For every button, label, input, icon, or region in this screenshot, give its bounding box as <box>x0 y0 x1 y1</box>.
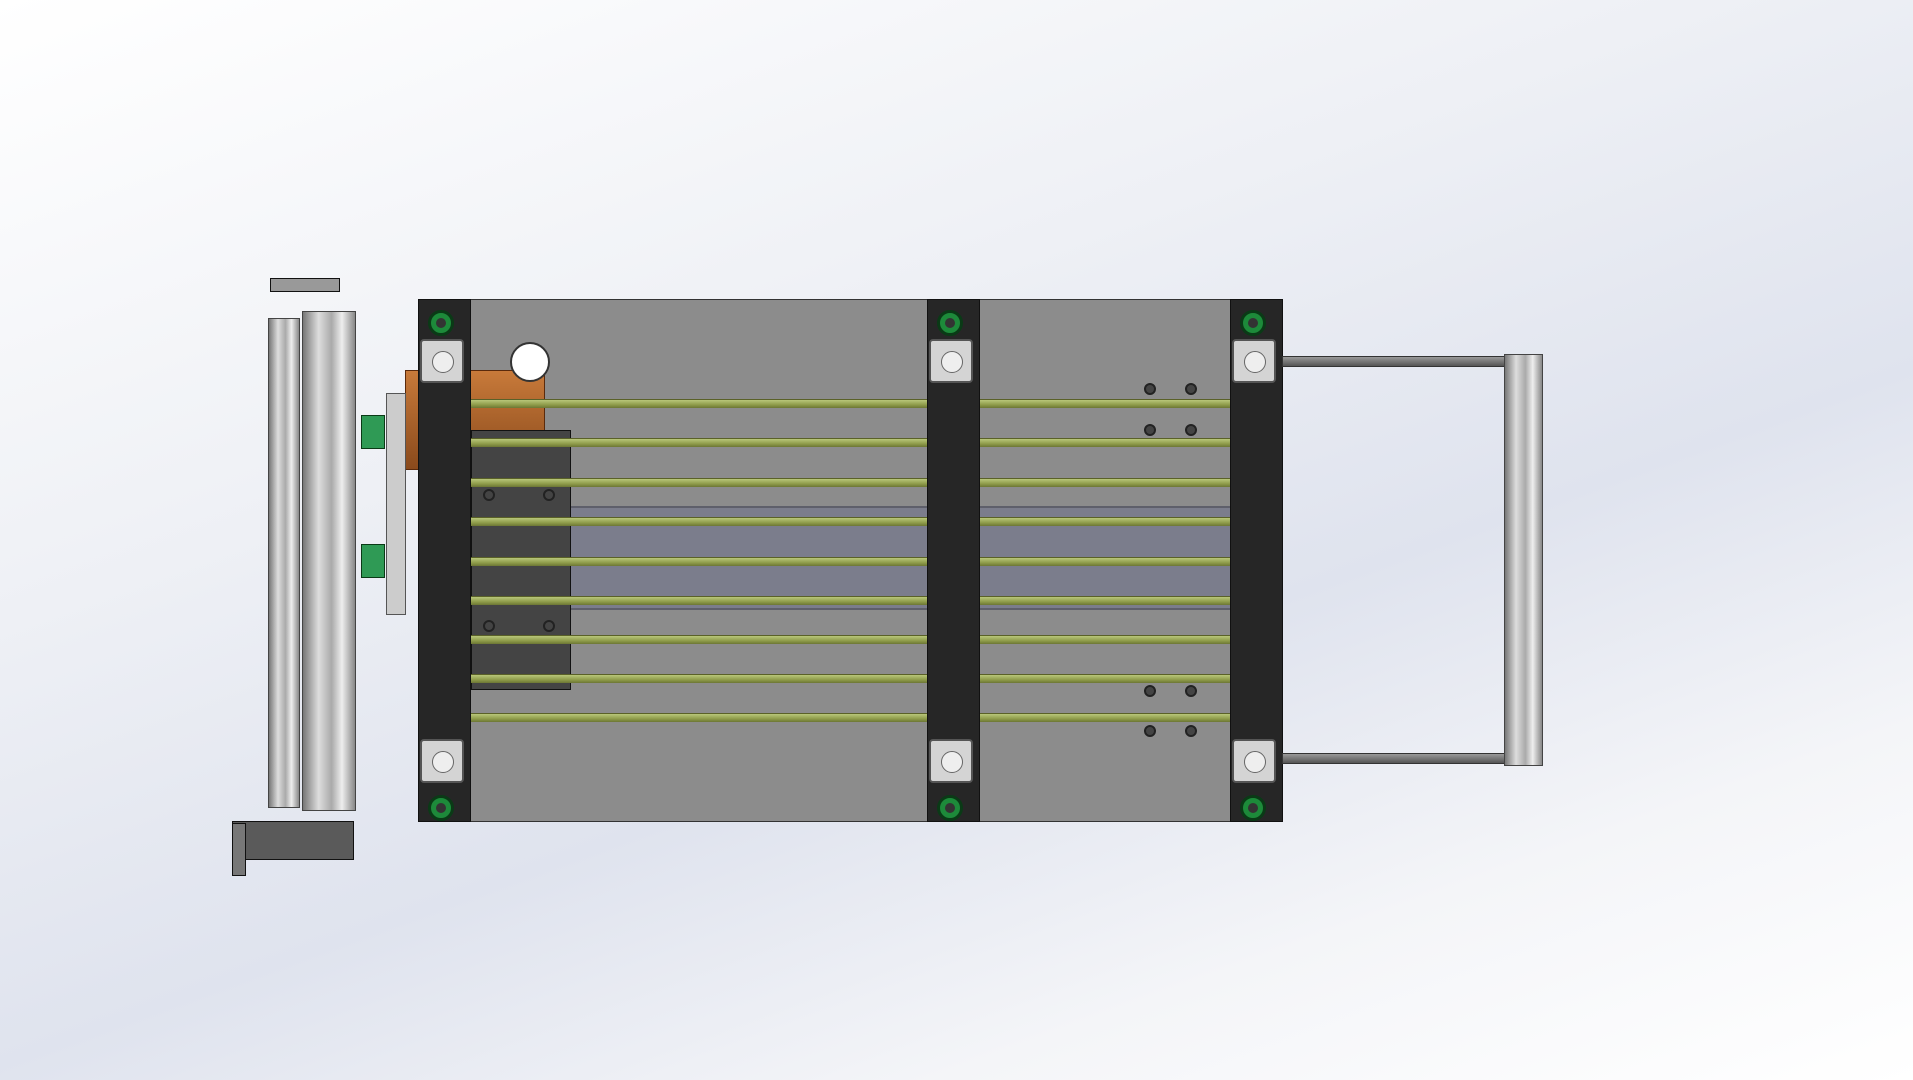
guide-rod <box>471 438 1230 447</box>
pulley-bottom <box>361 544 385 578</box>
guide-rod <box>471 517 1230 526</box>
guide-rod <box>471 399 1230 408</box>
guide-rod <box>471 557 1230 566</box>
guide-rod <box>471 635 1230 644</box>
frame-bar-right <box>1230 299 1283 822</box>
guide-rod <box>471 674 1230 683</box>
guide-rod <box>471 596 1230 605</box>
screw-head <box>1144 424 1156 436</box>
bearing-bottom <box>1240 795 1266 821</box>
guide-rod <box>471 713 1230 722</box>
pulley-top <box>361 415 385 449</box>
screw-head <box>483 620 495 632</box>
screw-head <box>543 620 555 632</box>
screw-head <box>1144 685 1156 697</box>
bearing-block-bottom <box>420 739 464 783</box>
side-plate <box>386 393 406 615</box>
screw-head <box>1185 685 1197 697</box>
bearing-bottom <box>937 795 963 821</box>
bearing-block-top <box>1232 339 1276 383</box>
frame-bar-middle <box>927 299 980 822</box>
guide-rod <box>471 478 1230 487</box>
screw-head <box>1144 383 1156 395</box>
left-roller-outer <box>268 318 300 808</box>
screw-head <box>1185 383 1197 395</box>
left-roller-inner <box>302 311 356 811</box>
screw-head <box>1185 424 1197 436</box>
screw-head <box>1185 725 1197 737</box>
handle-roller <box>1504 354 1543 766</box>
bearing-block-top <box>929 339 973 383</box>
bearing-block-bottom <box>1232 739 1276 783</box>
screw-head <box>543 489 555 501</box>
bearing-top <box>1240 310 1266 336</box>
bearing-top <box>428 310 454 336</box>
bearing-block-bottom <box>929 739 973 783</box>
bottom-left-bracket <box>232 821 354 860</box>
bearing-block-top <box>420 339 464 383</box>
sensor-disc <box>510 342 550 382</box>
bearing-top <box>937 310 963 336</box>
bottom-left-clamp <box>232 823 246 876</box>
top-left-knob <box>270 278 340 292</box>
screw-head <box>1144 725 1156 737</box>
screw-head <box>483 489 495 501</box>
frame-bar-left <box>418 299 471 822</box>
bearing-bottom <box>428 795 454 821</box>
